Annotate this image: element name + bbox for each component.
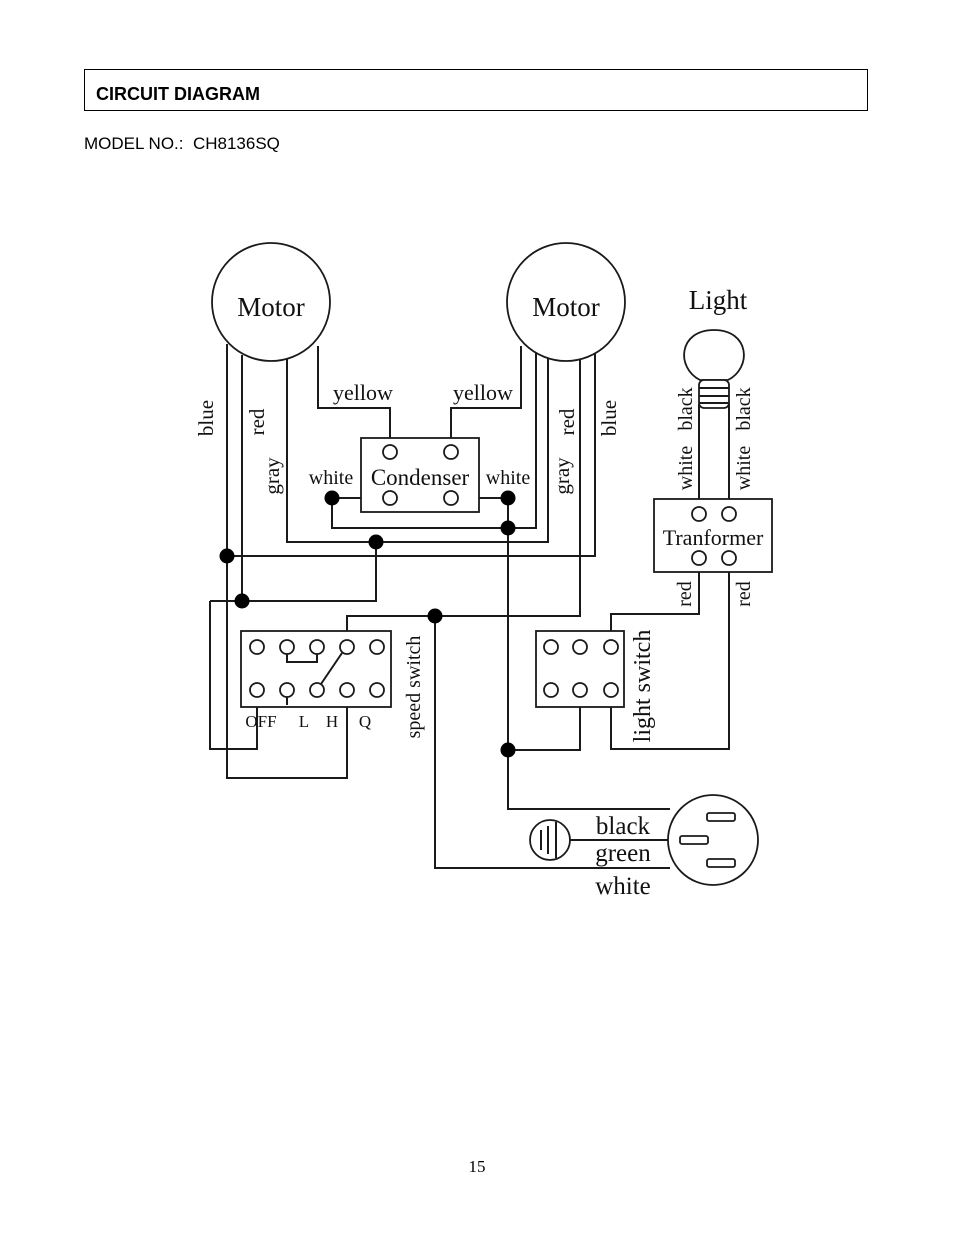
wire-white-neutral: [434, 616, 670, 869]
condenser-box: [360, 437, 480, 513]
label-white-light-right: white: [733, 446, 755, 491]
label-black-plug: black: [596, 813, 651, 840]
motor-right-label: Motor: [532, 292, 600, 322]
label-blue-left: blue: [194, 400, 218, 436]
transformer-terminal: [691, 506, 707, 522]
speed-pos-l: L: [299, 712, 309, 731]
wire-right-blue: [227, 350, 596, 557]
condenser-terminal: [443, 490, 459, 506]
wire-black-main: [507, 498, 670, 810]
model-number: CH8136SQ: [192, 134, 280, 153]
plug-icon: [667, 794, 759, 886]
speed-switch-jumper: [286, 654, 318, 663]
label-black-light-left: black: [675, 387, 697, 430]
wire-left-gray: [286, 358, 549, 543]
wire-trans-red-right: [610, 558, 730, 750]
speed-pos-h: H: [326, 712, 338, 731]
motor-left-label: Motor: [237, 292, 305, 322]
wire-labels: blue red gray yellow yellow white white …: [194, 380, 755, 900]
wire-speed-top: [346, 615, 435, 633]
light-switch-label: light switch: [630, 630, 656, 743]
label-white-left: white: [309, 467, 354, 489]
light-label: Light: [689, 285, 748, 315]
label-white-right: white: [486, 467, 531, 489]
speed-pos-q: Q: [359, 712, 371, 731]
label-red-right: red: [555, 408, 579, 435]
wire-right-red: [435, 358, 581, 617]
wire-left-yellow: [317, 346, 391, 452]
condenser-terminal: [382, 444, 398, 460]
wire-black-branch: [508, 705, 581, 751]
label-black-light-right: black: [733, 387, 755, 430]
motor-left: [211, 242, 331, 362]
label-white-plug: white: [595, 873, 651, 900]
label-gray-left: gray: [260, 457, 284, 495]
label-yellow-right: yellow: [453, 380, 513, 405]
label-gray-right: gray: [550, 457, 574, 495]
condenser-terminal: [443, 444, 459, 460]
label-yellow-left: yellow: [333, 380, 393, 405]
wire-red-bus: [242, 542, 377, 602]
transformer-terminal: [691, 550, 707, 566]
label-green-plug: green: [595, 840, 651, 867]
motor-right: [506, 242, 626, 362]
ground-icon: [529, 819, 571, 861]
condenser-label: Condenser: [371, 465, 470, 490]
transformer-box: [653, 498, 773, 573]
wire-right-extra: [331, 352, 537, 529]
label-red-left: red: [245, 408, 269, 435]
wires: [209, 344, 730, 869]
model-line: MODEL NO.: CH8136SQ: [84, 134, 280, 154]
transformer-label: Tranformer: [663, 525, 764, 550]
label-red-trans-right: red: [733, 581, 755, 607]
transformer-terminal: [721, 506, 737, 522]
wire-right-yellow: [450, 346, 522, 452]
speed-switch-label: speed switch: [403, 636, 425, 739]
speed-switch-terminals: [249, 639, 385, 698]
label-white-light-left: white: [675, 446, 697, 491]
page-number: 15: [468, 1157, 486, 1176]
speed-switch-blade: [320, 652, 343, 685]
model-label: MODEL NO.:: [84, 134, 184, 153]
section-header-box: CIRCUIT DIAGRAM: [84, 69, 868, 111]
junction-dots: [219, 490, 516, 758]
transformer-terminal: [721, 550, 737, 566]
section-title: CIRCUIT DIAGRAM: [96, 84, 260, 104]
light-switch-terminals: [543, 639, 619, 698]
wire-trans-red-left: [610, 558, 700, 633]
label-red-trans-left: red: [674, 581, 696, 607]
speed-pos-off: OFF: [245, 712, 276, 731]
label-blue-right: blue: [597, 400, 621, 436]
condenser-terminal: [382, 490, 398, 506]
light-bulb-icon: [683, 329, 745, 409]
